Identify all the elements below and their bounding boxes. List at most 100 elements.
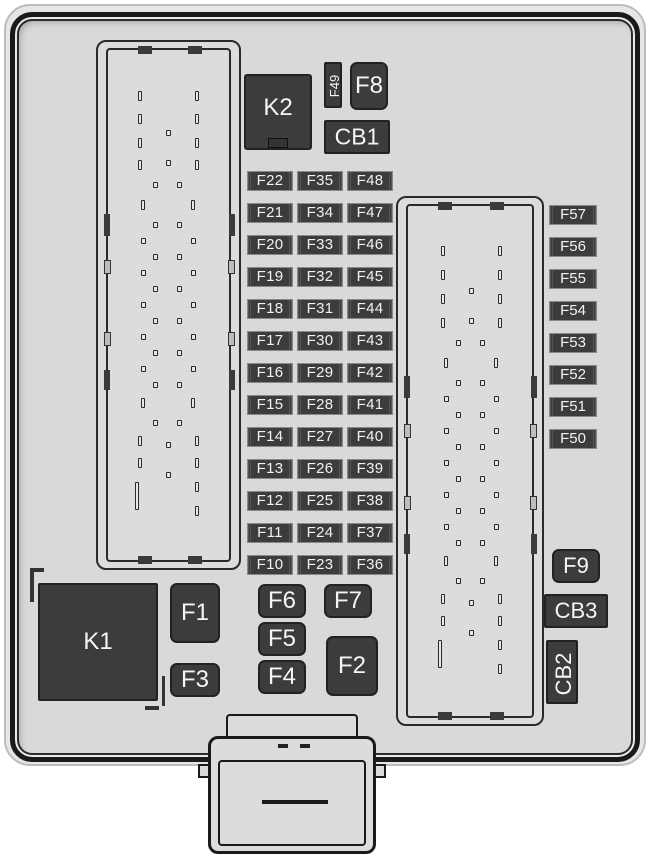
fuse-f2[interactable]: F2 <box>326 636 378 696</box>
pin <box>195 91 199 101</box>
fuse-f43[interactable]: F43 <box>348 332 392 350</box>
connector-latch <box>188 46 202 54</box>
fuse-f7[interactable]: F7 <box>324 584 372 618</box>
fuse-f39[interactable]: F39 <box>348 460 392 478</box>
pin <box>135 482 139 510</box>
pin <box>469 318 474 324</box>
pin <box>166 472 171 478</box>
fuse-f28[interactable]: F28 <box>298 396 342 414</box>
side-tab <box>530 424 537 438</box>
fuse-f14[interactable]: F14 <box>248 428 292 446</box>
fuse-f35[interactable]: F35 <box>298 172 342 190</box>
circuit-breaker-cb1[interactable]: CB1 <box>324 120 390 154</box>
bottom-plug-connector[interactable] <box>198 714 386 858</box>
fuse-f33[interactable]: F33 <box>298 236 342 254</box>
fuse-f30[interactable]: F30 <box>298 332 342 350</box>
fuse-f26[interactable]: F26 <box>298 460 342 478</box>
fuse-f23[interactable]: F23 <box>298 556 342 574</box>
fuse-f12[interactable]: F12 <box>248 492 292 510</box>
plug-side-tab <box>374 764 386 778</box>
fuse-f3[interactable]: F3 <box>170 663 220 697</box>
plug-mark <box>278 744 288 748</box>
fuse-f53[interactable]: F53 <box>550 334 596 352</box>
relay-k1[interactable]: K1 <box>38 583 158 701</box>
pin <box>191 302 196 308</box>
pin <box>498 594 502 604</box>
right-fuse-column: F57 F56 F55 F54 F53 F52 F51 F50 <box>550 206 600 456</box>
fuse-f17[interactable]: F17 <box>248 332 292 350</box>
fuse-f37[interactable]: F37 <box>348 524 392 542</box>
pin <box>166 130 171 136</box>
fuse-f56[interactable]: F56 <box>550 238 596 256</box>
fuse-f16[interactable]: F16 <box>248 364 292 382</box>
pin <box>191 334 196 340</box>
fuse-f21[interactable]: F21 <box>248 204 292 222</box>
fuse-f9[interactable]: F9 <box>552 549 600 583</box>
fuse-f41[interactable]: F41 <box>348 396 392 414</box>
fuse-f57[interactable]: F57 <box>550 206 596 224</box>
fuse-f8[interactable]: F8 <box>350 62 388 110</box>
pin <box>456 540 461 546</box>
fuse-f25[interactable]: F25 <box>298 492 342 510</box>
pin <box>494 396 499 402</box>
fuse-f49[interactable]: F49 <box>324 62 342 108</box>
circuit-breaker-cb3[interactable]: CB3 <box>544 594 608 628</box>
pin <box>177 222 182 228</box>
fuse-f24[interactable]: F24 <box>298 524 342 542</box>
fuse-f48[interactable]: F48 <box>348 172 392 190</box>
pin <box>138 436 142 446</box>
fuse-f13[interactable]: F13 <box>248 460 292 478</box>
fuse-f51[interactable]: F51 <box>550 398 596 416</box>
fuse-f50[interactable]: F50 <box>550 430 596 448</box>
pin <box>456 380 461 386</box>
side-tab <box>228 332 235 346</box>
pin <box>153 318 158 324</box>
fuse-f32[interactable]: F32 <box>298 268 342 286</box>
connector-latch <box>438 712 452 720</box>
pin <box>456 578 461 584</box>
fuse-f42[interactable]: F42 <box>348 364 392 382</box>
circuit-breaker-cb2[interactable]: CB2 <box>546 640 578 704</box>
fuse-f34[interactable]: F34 <box>298 204 342 222</box>
fuse-f22[interactable]: F22 <box>248 172 292 190</box>
side-latch <box>404 534 410 554</box>
side-latch <box>229 214 235 236</box>
pin <box>469 600 474 606</box>
fuse-f4[interactable]: F4 <box>258 660 306 694</box>
fuse-f55[interactable]: F55 <box>550 270 596 288</box>
fuse-f20[interactable]: F20 <box>248 236 292 254</box>
pin <box>469 630 474 636</box>
pin <box>138 458 142 468</box>
pin <box>498 246 502 256</box>
fuse-f18[interactable]: F18 <box>248 300 292 318</box>
connector-latch <box>490 712 504 720</box>
pin <box>494 460 499 466</box>
fuse-f6[interactable]: F6 <box>258 584 306 618</box>
fuse-f54[interactable]: F54 <box>550 302 596 320</box>
fuse-f40[interactable]: F40 <box>348 428 392 446</box>
fuse-f46[interactable]: F46 <box>348 236 392 254</box>
fuse-f36[interactable]: F36 <box>348 556 392 574</box>
fuse-f5[interactable]: F5 <box>258 622 306 656</box>
fuse-f31[interactable]: F31 <box>298 300 342 318</box>
fuse-f47[interactable]: F47 <box>348 204 392 222</box>
fuse-f7-label: F7 <box>333 587 362 614</box>
fuse-f44[interactable]: F44 <box>348 300 392 318</box>
pin <box>138 138 142 148</box>
fuse-f10[interactable]: F10 <box>248 556 292 574</box>
pin <box>480 476 485 482</box>
fuse-f38[interactable]: F38 <box>348 492 392 510</box>
fuse-f27[interactable]: F27 <box>298 428 342 446</box>
pin <box>456 340 461 346</box>
fuse-f52[interactable]: F52 <box>550 366 596 384</box>
fuse-f11[interactable]: F11 <box>248 524 292 542</box>
fuse-f15[interactable]: F15 <box>248 396 292 414</box>
fuse-f1[interactable]: F1 <box>170 583 220 643</box>
relay-k2[interactable]: K2 <box>244 74 312 150</box>
pin <box>177 254 182 260</box>
pin <box>138 91 142 101</box>
fuse-f29[interactable]: F29 <box>298 364 342 382</box>
fuse-f6-label: F6 <box>267 587 296 614</box>
fuse-f45[interactable]: F45 <box>348 268 392 286</box>
fuse-f19[interactable]: F19 <box>248 268 292 286</box>
